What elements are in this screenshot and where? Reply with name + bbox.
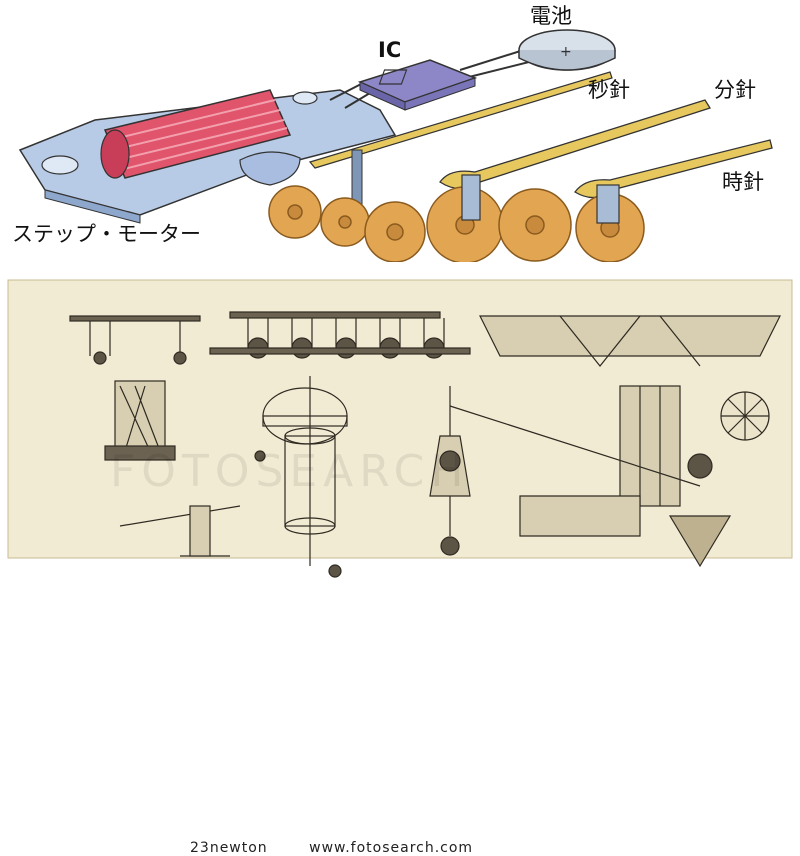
credit-author: 23newton [190,840,268,856]
stator [239,151,301,186]
hour-pipe [596,184,620,224]
hour-hand-label: 時針 [722,170,764,194]
stepper-motor-label: ステップ・モーター [12,222,201,246]
watermark-text: FOTOSEARCH [110,446,469,497]
battery-label: 電池 [530,4,572,28]
engraving-illustration: FOTOSEARCH [7,279,793,578]
quartz-mechanism-diagram: + 電池 IC 秒針 分針 時針 ステップ・モータ [0,0,800,262]
coil [100,89,292,179]
second-hand-label: 秒針 [588,78,630,102]
image-credit: 23newton www.fotosearch.com [190,840,509,856]
mechanism-illustration: + [18,29,773,262]
pulley-engraving: FOTOSEARCH 23newton www.fotosearch.com [0,276,800,856]
gear-train [268,185,645,262]
mount-hole-left [41,155,79,175]
battery: + [518,29,616,71]
credit-site: www.fotosearch.com [309,840,474,856]
hour-hand [574,139,773,199]
mount-hole-right [292,91,318,105]
second-hand [308,71,613,169]
minute-pipe [461,174,481,221]
svg-text:+: + [560,44,572,60]
ic-label: IC [378,38,402,62]
ic-chip [357,59,478,111]
minute-hand-label: 分針 [714,78,756,102]
